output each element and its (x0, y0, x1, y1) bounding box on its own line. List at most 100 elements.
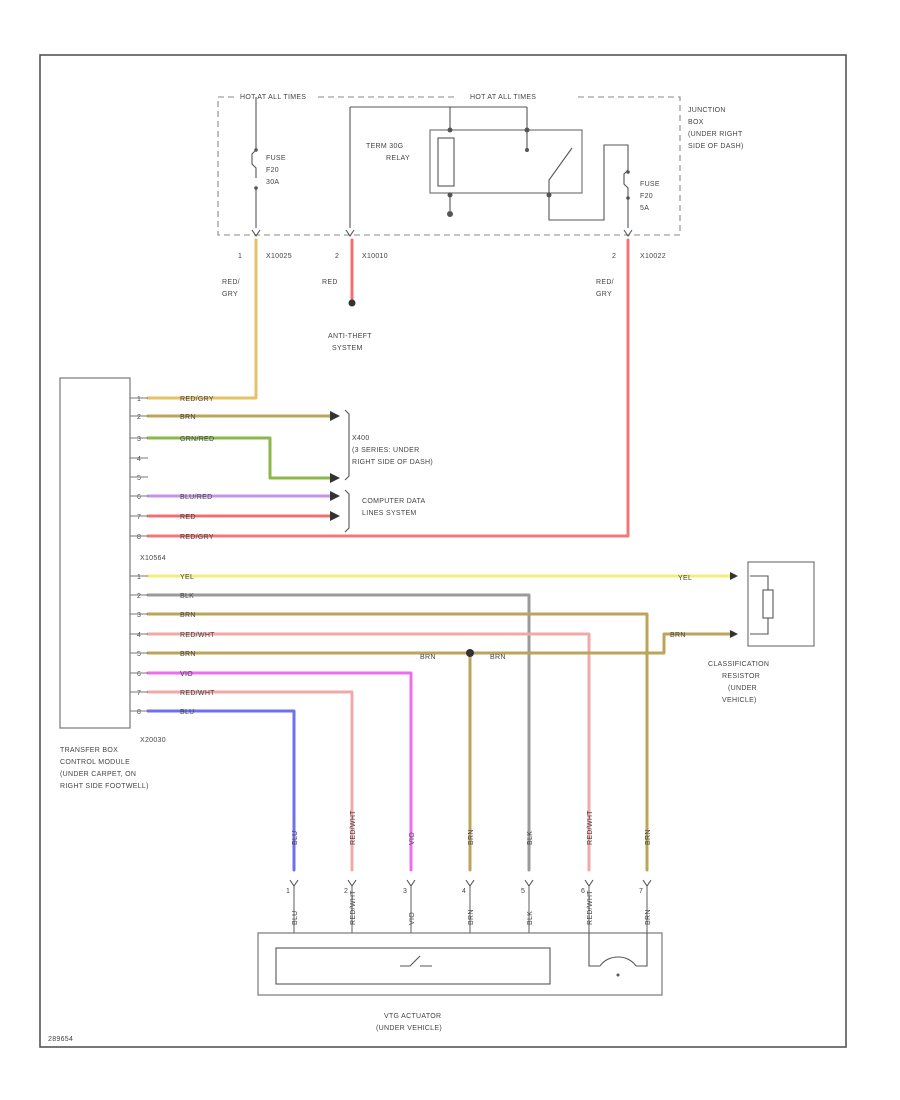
junction-box-label-4: SIDE OF DASH) (688, 143, 744, 150)
lower-module-wires: BRN BRN YEL BRN (146, 574, 732, 872)
actuator-wire-label-lower: RED/WHT (587, 890, 594, 925)
actuator-connector (465, 879, 475, 887)
wire-left-label-2: GRY (222, 291, 238, 298)
wire-red-wht-to-actuator-6 (146, 632, 591, 872)
module-pin-number: 7 (137, 690, 141, 697)
module-wire-label: RED/WHT (180, 632, 215, 639)
classification-label-3: (UNDER (728, 685, 757, 692)
junction-box: HOT AT ALL TIMES HOT AT ALL TIMES JUNCTI… (217, 90, 744, 236)
fuse-left-label-3: 30A (266, 179, 279, 186)
actuator-wire-label-lower: RED/WHT (350, 890, 357, 925)
module-pin-number: 3 (137, 436, 141, 443)
module-wire-label: RED/GRY (180, 396, 214, 403)
module-wire-label: BRN (180, 612, 196, 619)
actuator-connector (347, 879, 357, 887)
junction-connectors: 1 X10025 2 X10010 2 X10022 (238, 229, 666, 260)
module-pin-number: 7 (137, 514, 141, 521)
module-pin-number: 1 (137, 574, 141, 581)
diagram-frame (39, 54, 847, 1048)
actuator-pin-number: 3 (403, 888, 407, 895)
actuator-label-2: (UNDER VEHICLE) (376, 1025, 442, 1032)
computer-data-label-2: LINES SYSTEM (362, 510, 417, 517)
module-label-2: CONTROL MODULE (60, 759, 130, 766)
module-pin-number: 8 (137, 709, 141, 716)
module-label-3: (UNDER CARPET, ON (60, 771, 136, 778)
actuator-pin-number: 6 (581, 888, 585, 895)
wire-right-label-1: RED/ (596, 279, 614, 286)
actuator-pin-number: 5 (521, 888, 525, 895)
module-wire-label: YEL (180, 574, 194, 581)
fuse-f20-5a: FUSE F20 5A (623, 169, 660, 228)
connector-x20030: X20030 (140, 737, 166, 744)
module-pin-number: 5 (137, 651, 141, 658)
wire-vio (146, 671, 413, 872)
x400-label-1: X400 (352, 435, 370, 442)
actuator-wire-label-upper: RED/WHT (587, 810, 594, 845)
actuator-label-1: VTG ACTUATOR (384, 1013, 441, 1020)
module-wire-label: VIO (180, 671, 193, 678)
wire-red-gry-left (146, 238, 258, 400)
junction-box-label-2: BOX (688, 119, 704, 126)
conn-x10022: X10022 (640, 253, 666, 260)
anti-theft-label-1: ANTI-THEFT (328, 333, 372, 340)
actuator-pin-number: 1 (286, 888, 290, 895)
module-wire-label: RED (180, 514, 196, 521)
module-wire-label: BRN (180, 651, 196, 658)
module-pin-number: 4 (137, 456, 141, 463)
wire-blk (146, 593, 531, 872)
wire-left-label-1: RED/ (222, 279, 240, 286)
actuator-wire-label-lower: BLU (292, 910, 299, 925)
actuator-connector (584, 879, 594, 887)
yel-right-label: YEL (678, 575, 692, 582)
wire-blu (146, 709, 296, 872)
hot-at-all-times-label-right: HOT AT ALL TIMES (470, 94, 536, 101)
conn-x10025: X10025 (266, 253, 292, 260)
module-pin-number: 2 (137, 414, 141, 421)
connector-x10564: X10564 (140, 555, 166, 562)
module-pin-number: 8 (137, 534, 141, 541)
actuator-wire-label-lower: BLK (527, 911, 534, 925)
splice-brn (466, 649, 474, 657)
brn-class-label: BRN (670, 632, 686, 639)
term-30g-relay: TERM 30G RELAY (349, 106, 629, 228)
classification-resistor: CLASSIFICATION RESISTOR (UNDER VEHICLE) (708, 561, 815, 704)
actuator-connector (524, 879, 534, 887)
module-pin-number: 5 (137, 475, 141, 482)
actuator-wire-label-upper: VIO (409, 832, 416, 845)
conn-x10010: X10010 (362, 253, 388, 260)
brn-left-label: BRN (420, 654, 436, 661)
actuator-pin-number: 2 (344, 888, 348, 895)
x400-label-2: (3 SERIES: UNDER (352, 447, 419, 454)
module-label-1: TRANSFER BOX (60, 747, 118, 754)
module-pin-number: 2 (137, 593, 141, 600)
wire-right-label-2: GRY (596, 291, 612, 298)
figure-id: 289654 (48, 1036, 73, 1043)
wire-red-gry-right (146, 238, 630, 538)
wire-brn-to-actuator-7 (146, 612, 649, 872)
brn-right-label: BRN (490, 654, 506, 661)
relay-label-1: TERM 30G (366, 143, 403, 150)
module-wire-label: BLK (180, 593, 194, 600)
wire-mid-label: RED (322, 279, 338, 286)
actuator-connector (406, 879, 416, 887)
computer-data-label-1: COMPUTER DATA (362, 498, 426, 505)
actuator-wire-label-lower: VIO (409, 912, 416, 925)
actuator-pin-number: 7 (639, 888, 643, 895)
pin-left: 1 (238, 253, 242, 260)
classification-label-2: RESISTOR (722, 673, 760, 680)
classification-label-4: VEHICLE) (722, 697, 757, 704)
actuator-wire-label-lower: BRN (468, 909, 475, 925)
transfer-box-control-module: TRANSFER BOX CONTROL MODULE (UNDER CARPE… (59, 377, 166, 790)
pin-right: 2 (612, 253, 616, 260)
actuator-wire-label-upper: BLK (527, 831, 534, 845)
junction-box-label-3: (UNDER RIGHT (688, 131, 743, 138)
actuator-wire-label-upper: BRN (645, 829, 652, 845)
vtg-actuator: VTG ACTUATOR (UNDER VEHICLE) (257, 930, 663, 1032)
pin-mid: 2 (335, 253, 339, 260)
module-label-4: RIGHT SIDE FOOTWELL) (60, 783, 149, 790)
hot-at-all-times-label-left: HOT AT ALL TIMES (240, 94, 306, 101)
wire-grn-red (146, 436, 332, 480)
fuse-left-label-2: F20 (266, 167, 279, 174)
